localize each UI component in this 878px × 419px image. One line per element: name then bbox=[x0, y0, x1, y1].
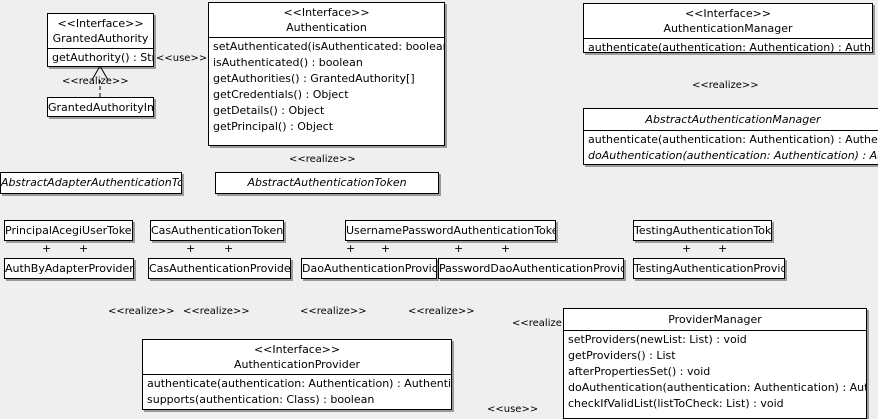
class-box-abstract-authentication-token[interactable]: AbstractAuthenticationToken bbox=[215, 172, 439, 194]
relationship-label-realize-abstract-authentication-token: <<realize>> bbox=[289, 154, 356, 165]
member-item: getDetails() : Object bbox=[213, 104, 325, 117]
class-box-cas-authentication-token[interactable]: CasAuthenticationToken bbox=[150, 220, 284, 241]
class-header-granted-authority: <<Interface>> GrantedAuthority bbox=[48, 14, 153, 48]
class-box-auth-by-adapter-provider[interactable]: AuthByAdapterProvider bbox=[4, 258, 134, 279]
class-box-abstract-adapter-authentication-token[interactable]: AbstractAdapterAuthenticationToken bbox=[0, 172, 182, 194]
member-item: getAuthority() : String bbox=[52, 51, 153, 64]
stereotype-label: <<Interface>> bbox=[253, 343, 341, 356]
association-end-marker: + bbox=[186, 242, 196, 255]
association-end-marker: + bbox=[501, 242, 511, 255]
member-item: getProviders() : List bbox=[568, 349, 676, 362]
class-name: ProviderManager bbox=[668, 313, 762, 326]
members-authentication-provider: authenticate(authentication: Authenticat… bbox=[143, 375, 451, 409]
class-box-authentication-manager[interactable]: <<Interface>> AuthenticationManager auth… bbox=[583, 3, 873, 53]
class-name: AuthByAdapterProvider bbox=[5, 262, 134, 275]
class-box-provider-manager[interactable]: ProviderManager setProviders(newList: Li… bbox=[563, 308, 867, 419]
relationship-label-realize-dao-provider: <<realize>> bbox=[300, 306, 367, 317]
class-box-password-dao-authentication-provider[interactable]: PasswordDaoAuthenticationProvider bbox=[438, 258, 624, 279]
class-box-authentication-provider[interactable]: <<Interface>> AuthenticationProvider aut… bbox=[142, 339, 452, 410]
member-item: setAuthenticated(isAuthenticated: boolea… bbox=[213, 40, 444, 53]
stereotype-label: <<Interface>> bbox=[57, 17, 144, 30]
class-box-abstract-authentication-manager[interactable]: AbstractAuthenticationManager authentica… bbox=[583, 108, 878, 165]
class-box-principal-acegi-user-token[interactable]: PrincipalAcegiUserToken bbox=[4, 220, 133, 241]
class-name: PrincipalAcegiUserToken bbox=[5, 224, 133, 237]
class-name: CasAuthenticationToken bbox=[151, 224, 284, 237]
member-item: isAuthenticated() : boolean bbox=[213, 56, 363, 69]
class-name: GrantedAuthorityImpl bbox=[48, 101, 153, 114]
relationship-label-realize-granted-authority-impl: <<realize>> bbox=[62, 76, 129, 87]
class-box-testing-authentication-token[interactable]: TestingAuthenticationToken bbox=[633, 220, 772, 241]
class-name: DaoAuthenticationProvider bbox=[302, 262, 437, 275]
member-item: authenticate(authentication: Authenticat… bbox=[588, 133, 878, 146]
class-name: Authentication bbox=[286, 21, 367, 34]
class-name: GrantedAuthority bbox=[52, 32, 149, 45]
class-name: TestingAuthenticationProvider bbox=[634, 262, 785, 275]
relationship-label-use-provider-manager: <<use>> bbox=[487, 404, 539, 415]
section-divider bbox=[209, 37, 444, 38]
relationship-label-realize-cas-provider: <<realize>> bbox=[183, 306, 250, 317]
class-name: AuthenticationProvider bbox=[233, 358, 361, 371]
member-item: checkIfValidList(listToCheck: List) : vo… bbox=[568, 397, 784, 410]
section-divider bbox=[584, 38, 872, 39]
section-divider bbox=[48, 48, 153, 49]
class-box-username-password-authentication-token[interactable]: UsernamePasswordAuthenticationToken bbox=[345, 220, 556, 241]
stereotype-label: <<Interface>> bbox=[684, 7, 772, 20]
member-item: getAuthorities() : GrantedAuthority[] bbox=[213, 72, 415, 85]
class-header-authentication-manager: <<Interface>> AuthenticationManager bbox=[584, 4, 872, 38]
class-name: CasAuthenticationProvider bbox=[149, 262, 291, 275]
association-end-marker: + bbox=[224, 242, 234, 255]
class-header-provider-manager: ProviderManager bbox=[564, 309, 866, 330]
class-name: AuthenticationManager bbox=[663, 22, 793, 35]
member-item: doAuthentication(authentication: Authent… bbox=[568, 381, 867, 394]
member-item: getPrincipal() : Object bbox=[213, 120, 334, 133]
member-item: authenticate(authentication: Authenticat… bbox=[588, 41, 872, 53]
member-item: getCredentials() : Object bbox=[213, 88, 349, 101]
class-box-cas-authentication-provider[interactable]: CasAuthenticationProvider bbox=[148, 258, 291, 279]
association-end-marker: + bbox=[454, 242, 464, 255]
class-name: TestingAuthenticationToken bbox=[634, 224, 772, 237]
association-end-marker: + bbox=[718, 242, 728, 255]
relationship-label-realize-abstract-authentication-manager: <<realize>> bbox=[692, 80, 759, 91]
members-authentication: setAuthenticated(isAuthenticated: boolea… bbox=[209, 38, 444, 136]
section-divider bbox=[143, 374, 451, 375]
relationship-label-realize-password-dao-provider: <<realize>> bbox=[408, 306, 475, 317]
class-header-abstract-authentication-manager: AbstractAuthenticationManager bbox=[584, 109, 878, 130]
member-item: doAuthentication(authentication: Authent… bbox=[588, 149, 878, 162]
section-divider bbox=[564, 330, 866, 331]
class-name: AbstractAdapterAuthenticationToken bbox=[1, 176, 181, 189]
members-provider-manager: setProviders(newList: List) : void getPr… bbox=[564, 331, 866, 413]
member-item: afterPropertiesSet() : void bbox=[568, 365, 711, 378]
relationship-label-use-granted-authority: <<use>> bbox=[156, 53, 208, 64]
association-end-marker: + bbox=[79, 242, 89, 255]
members-authentication-manager: authenticate(authentication: Authenticat… bbox=[584, 39, 872, 53]
relationship-label-realize-testing-provider: <<realize>> bbox=[512, 318, 579, 329]
stereotype-label: <<Interface>> bbox=[283, 6, 370, 19]
class-box-granted-authority[interactable]: <<Interface>> GrantedAuthority getAuthor… bbox=[47, 13, 154, 67]
class-name: UsernamePasswordAuthenticationToken bbox=[346, 224, 556, 237]
class-header-authentication-provider: <<Interface>> AuthenticationProvider bbox=[143, 340, 451, 374]
class-name: AbstractAuthenticationToken bbox=[247, 176, 407, 189]
members-granted-authority: getAuthority() : String bbox=[48, 49, 153, 66]
class-header-authentication: <<Interface>> Authentication bbox=[209, 3, 444, 37]
association-end-marker: + bbox=[346, 242, 356, 255]
relationship-label-realize-auth-by-adapter: <<realize>> bbox=[108, 306, 175, 317]
class-box-granted-authority-impl[interactable]: GrantedAuthorityImpl bbox=[47, 97, 154, 117]
member-item: authenticate(authentication: Authenticat… bbox=[147, 377, 452, 390]
section-divider bbox=[584, 130, 878, 131]
class-box-testing-authentication-provider[interactable]: TestingAuthenticationProvider bbox=[633, 258, 785, 279]
member-item: supports(authentication: Class) : boolea… bbox=[147, 393, 375, 406]
member-item: setProviders(newList: List) : void bbox=[568, 333, 747, 346]
class-box-dao-authentication-provider[interactable]: DaoAuthenticationProvider bbox=[301, 258, 437, 279]
class-name: AbstractAuthenticationManager bbox=[645, 113, 821, 126]
class-name: PasswordDaoAuthenticationProvider bbox=[439, 262, 624, 275]
association-end-marker: + bbox=[42, 242, 52, 255]
association-end-marker: + bbox=[381, 242, 391, 255]
class-box-authentication[interactable]: <<Interface>> Authentication setAuthenti… bbox=[208, 2, 445, 146]
association-end-marker: + bbox=[682, 242, 692, 255]
members-abstract-authentication-manager: authenticate(authentication: Authenticat… bbox=[584, 131, 878, 164]
